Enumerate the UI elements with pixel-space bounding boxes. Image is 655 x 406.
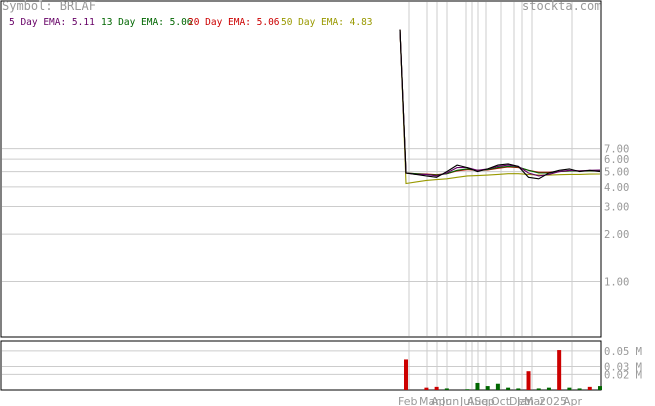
x-tick-label: Apr (431, 395, 451, 406)
x-tick-label: Jun (441, 395, 459, 406)
symbol-label: Symbol: BRLAF (2, 0, 96, 13)
volume-bar (526, 371, 531, 390)
volume-bar (465, 389, 470, 390)
volume-bar (567, 387, 572, 390)
x-tick-label: Apr (563, 395, 583, 406)
x-tick-label: Oct (491, 395, 511, 406)
x-tick-label: Mar (524, 395, 545, 406)
volume-bar (434, 386, 439, 390)
price-panel-frame (0, 0, 602, 338)
ema20-line (399, 29, 600, 176)
volume-bar (536, 388, 541, 390)
volume-panel-frame (0, 340, 602, 391)
volume-bar (506, 387, 511, 390)
ema50-line (399, 29, 601, 185)
volume-bar (598, 386, 602, 390)
volume-bars (404, 350, 602, 390)
y-axis-ticks: 7.006.005.00 4.00 3.00 2.00 1.00 0.05 M 0.03 M… (604, 144, 642, 382)
volume-bar (557, 350, 562, 390)
price-tick-label: 4.00 (604, 182, 629, 194)
ema20-label: 20 Day EMA: 5.06 (188, 17, 280, 28)
grid-lines (2, 2, 600, 389)
price-tick-label: 1.00 (604, 276, 629, 288)
volume-bar (516, 388, 521, 390)
x-tick-label: Mar (419, 395, 440, 406)
volume-bar (475, 382, 480, 390)
volume-tick-label: 0.03 M (604, 362, 642, 374)
volume-bar (587, 386, 592, 390)
x-tick-label: Dec (509, 395, 530, 406)
price-tick-label: 5.00 (604, 167, 629, 179)
volume-bar (424, 387, 429, 390)
volume-tick-label: 0.05 M (604, 346, 642, 358)
price-tick-label: 2.00 (604, 229, 629, 241)
ema13-label: 13 Day EMA: 5.06 (101, 17, 193, 28)
ema5-label: 5 Day EMA: 5.11 (9, 17, 95, 28)
volume-bar (444, 388, 449, 390)
ema50-label: 50 Day EMA: 4.83 (281, 17, 373, 28)
price-lines (399, 29, 601, 185)
x-tick-label: 2025 (539, 395, 567, 406)
price-tick-label: 7.00 (604, 144, 629, 156)
ema13-line (399, 29, 600, 176)
price-line (399, 29, 601, 180)
volume-bar (495, 383, 500, 390)
x-tick-label: Feb (398, 395, 417, 406)
x-tick-label: Sep (474, 395, 495, 406)
x-tick-label: Aug (467, 395, 488, 406)
price-tick-label: 6.00 (604, 154, 629, 166)
volume-tick-label: 0.02 M (604, 369, 642, 381)
site-name: stockta.com (522, 0, 602, 13)
x-tick-label: Jan (516, 395, 534, 406)
x-tick-label: Jul (459, 395, 473, 406)
price-tick-label: 3.00 (604, 201, 629, 213)
ema5-line (399, 29, 601, 177)
volume-bar (404, 359, 408, 390)
volume-bar (485, 386, 490, 390)
volume-bar (577, 388, 582, 390)
volume-bar (546, 387, 551, 390)
